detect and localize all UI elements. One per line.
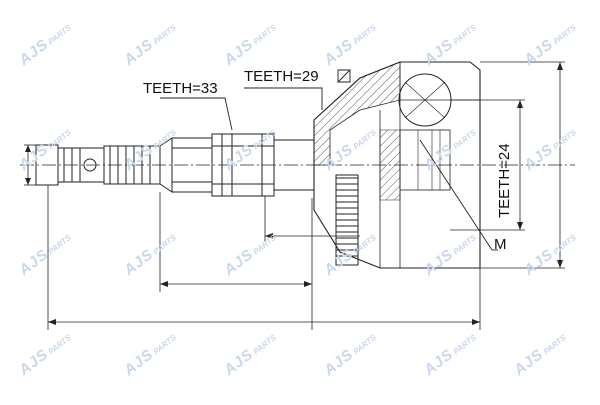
shaft-tip: [35, 137, 173, 193]
arrow-heads: [25, 62, 563, 325]
outer-housing: [313, 61, 481, 269]
teeth-33-label: TEETH=33: [143, 80, 218, 97]
teeth-29-label: TEETH=29: [244, 68, 319, 85]
dimension-lines: [24, 61, 565, 330]
abs-marker: [337, 69, 351, 83]
thread-hatch: [379, 129, 401, 201]
leader-lines: [160, 87, 498, 251]
thread-m-label: M: [494, 236, 507, 253]
teeth-24-label: TEETH=24: [496, 143, 513, 218]
shaft-spline: [171, 132, 315, 198]
abs-ring: [335, 174, 359, 266]
